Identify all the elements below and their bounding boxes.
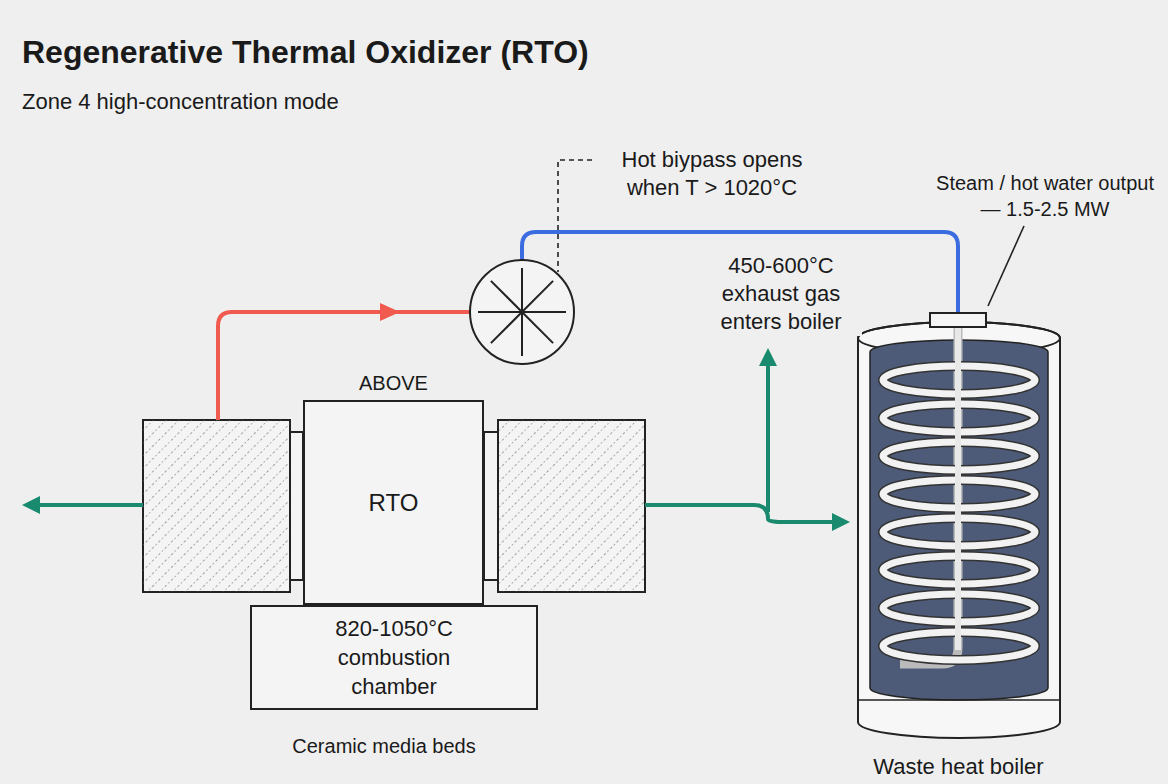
subtitle: Zone 4 high-concentration mode xyxy=(22,88,622,116)
exhaust-line xyxy=(645,505,838,522)
ceramic-bed-left xyxy=(143,420,290,592)
diagram-title: Regenerative Thermal Oxidizer (RTO) xyxy=(22,34,589,71)
arrow-head xyxy=(759,348,777,366)
valve-spoke xyxy=(522,281,553,312)
bed-duct xyxy=(290,432,303,580)
boiler-base-line xyxy=(858,699,1060,701)
boiler-outlet xyxy=(930,313,986,327)
leader-line xyxy=(558,160,592,272)
waste-heat-boiler: Waste heat boiler xyxy=(855,312,1062,740)
valve-spoke xyxy=(522,312,553,343)
exhaust-note: 450-600°C exhaust gas enters boiler xyxy=(700,252,862,336)
exhaust-branch xyxy=(766,362,770,512)
coil-riser xyxy=(955,327,961,650)
boiler-coils xyxy=(883,327,1035,664)
node-text: RTO xyxy=(369,488,419,517)
bed-hatching xyxy=(498,420,645,592)
exhaust-line xyxy=(32,503,143,507)
bed-duct xyxy=(484,432,498,580)
valve-spoke xyxy=(522,311,566,313)
ceramic-bed-right xyxy=(498,420,645,592)
bed-label: Ceramic media beds xyxy=(254,733,514,759)
bypass-valve xyxy=(470,260,574,364)
valve-spoke xyxy=(521,268,523,312)
node-text: 820-1050°C combustion chamber xyxy=(324,614,464,701)
leader-line xyxy=(988,226,1024,306)
valve-spoke xyxy=(478,311,522,313)
boiler-shell xyxy=(858,322,1060,738)
arrow-head xyxy=(22,496,40,514)
combustion-chamber: 820-1050°C combustion chamber xyxy=(250,605,538,710)
output-note: Steam / hot water output — 1.5-2.5 MW xyxy=(930,170,1160,222)
rto-box: ABOVERTO xyxy=(303,400,484,605)
valve-spoke xyxy=(521,312,523,356)
valve-spoke xyxy=(491,281,522,312)
arrow-head xyxy=(380,303,400,321)
node-text: Waste heat boiler xyxy=(835,752,1082,781)
valve-spoke xyxy=(491,312,522,343)
valve-spokes xyxy=(478,268,566,356)
bypass-note: Hot biypass opens when T > 1020°C xyxy=(596,146,828,202)
bed-hatching xyxy=(143,420,290,592)
arrow-head xyxy=(832,513,850,531)
node-text: ABOVE xyxy=(305,371,482,395)
